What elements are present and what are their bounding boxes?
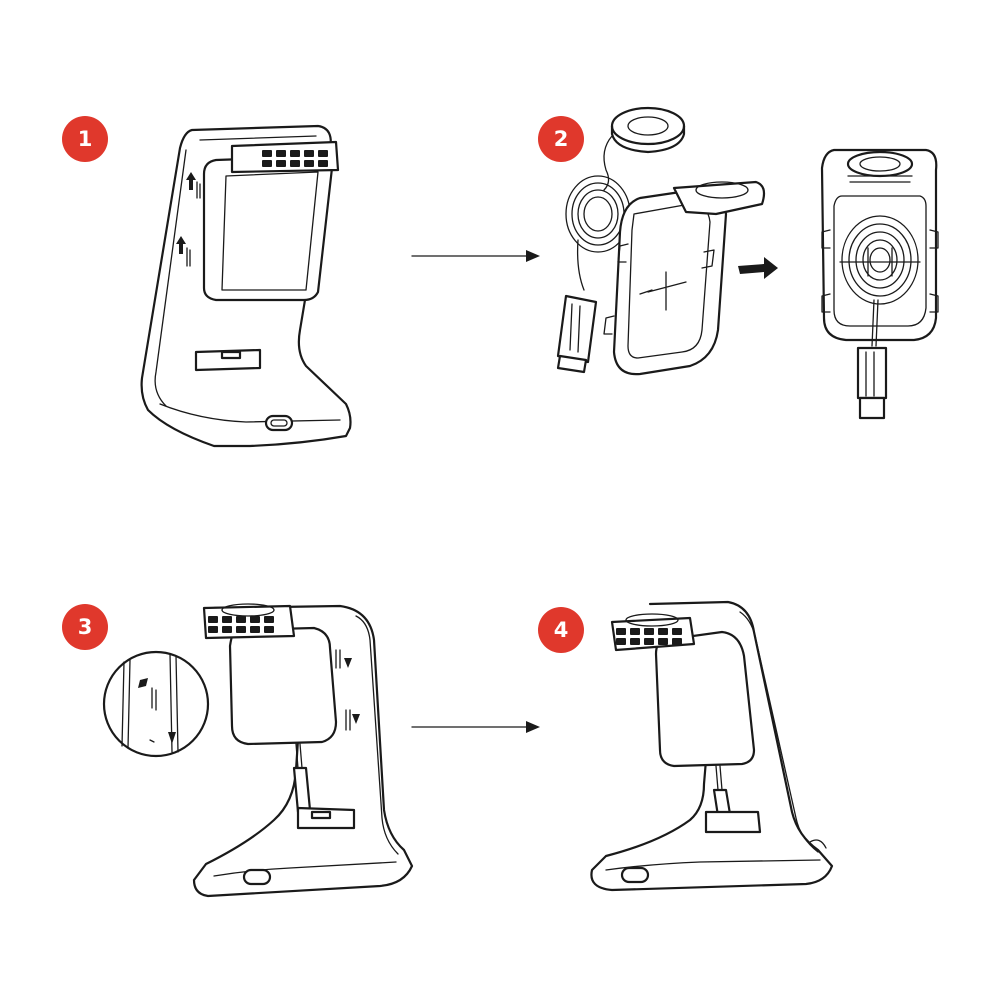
step-badge-3: 3 <box>62 604 108 650</box>
zoom-callout-illustration <box>102 650 210 758</box>
bracket-illustration <box>603 180 766 376</box>
step-badge-1: 1 <box>62 116 108 162</box>
arrow-right-icon <box>738 257 778 279</box>
cable-coil-illustration <box>556 135 631 374</box>
stand-step3 <box>192 603 414 898</box>
step-badge-2: 2 <box>538 116 584 162</box>
arrow-right-icon <box>411 721 540 733</box>
charger-puck-illustration <box>610 106 686 154</box>
step-badge-4: 4 <box>538 607 584 653</box>
assembled-bracket-illustration <box>820 148 939 420</box>
stand-step4 <box>590 600 834 892</box>
arrow-right-icon <box>411 250 540 262</box>
stand-step1 <box>140 124 352 448</box>
